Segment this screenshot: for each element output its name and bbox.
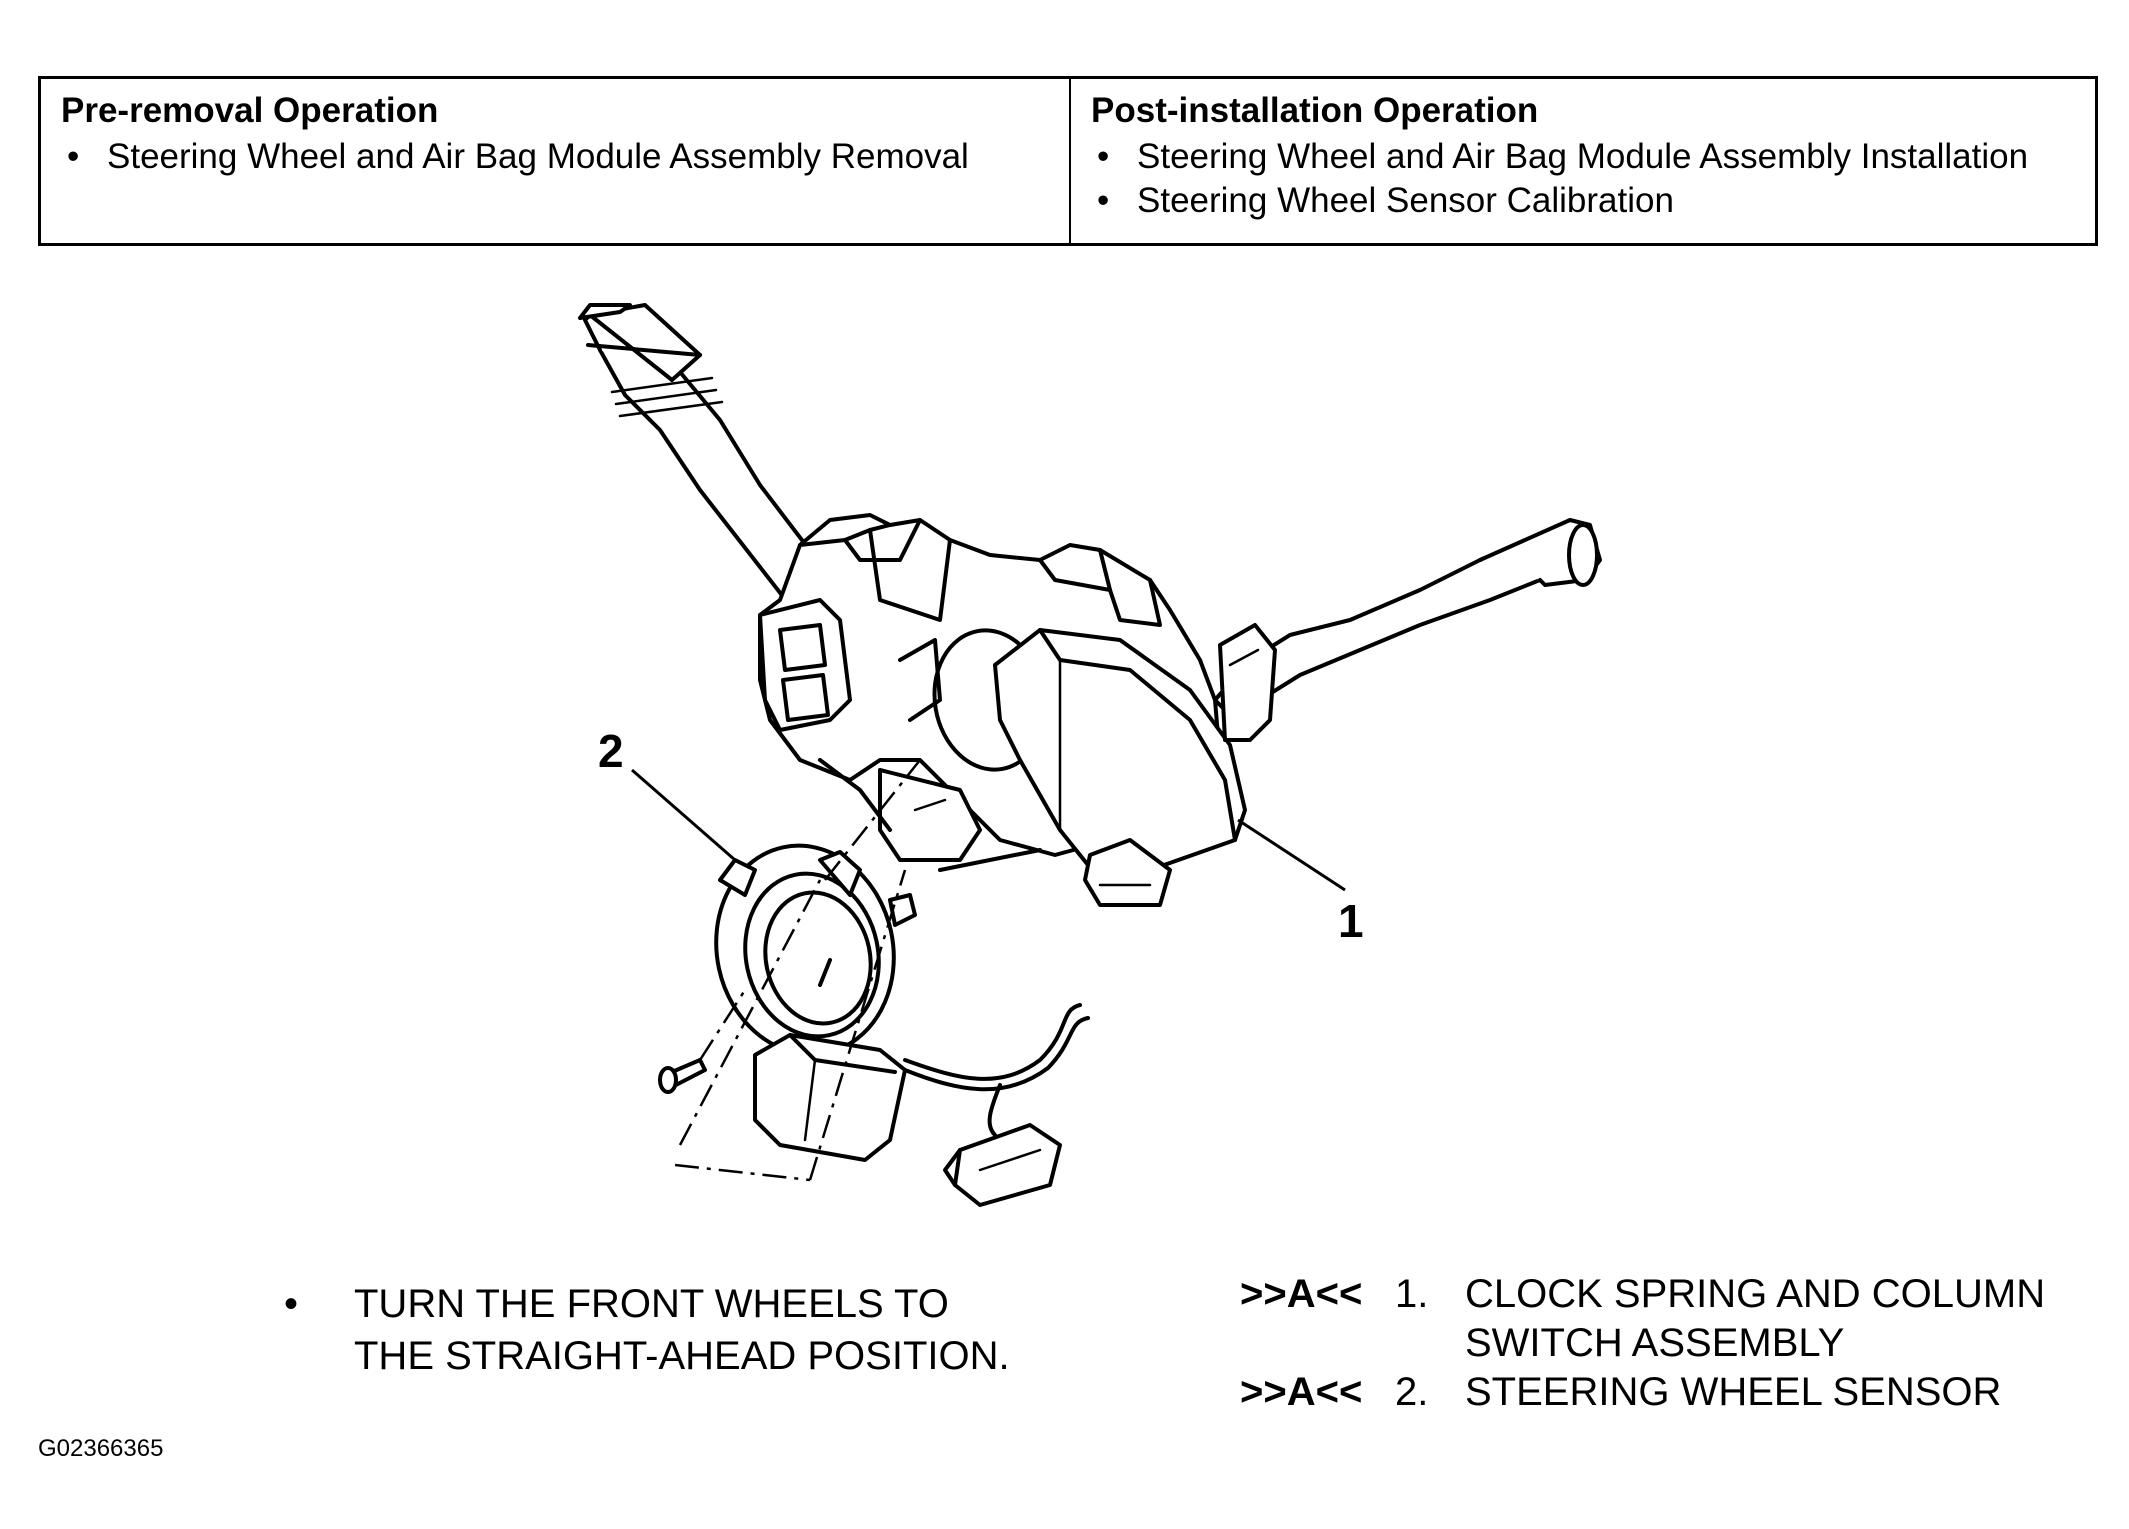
sensor-harness: [903, 1003, 1090, 1207]
pre-removal-item-text: Steering Wheel and Air Bag Module Assemb…: [107, 137, 969, 176]
note-bullet: •: [284, 1282, 299, 1326]
legend-code: >>A<<: [1240, 1370, 1363, 1414]
bullet: •: [67, 137, 80, 176]
post-installation-heading: Post-installation Operation: [1091, 91, 1539, 130]
operations-table: Pre-removal Operation • Steering Wheel a…: [38, 76, 2098, 246]
post-installation-item-text: Steering Wheel and Air Bag Module Assemb…: [1137, 137, 2029, 176]
post-installation-column: Post-installation Operation • Steering W…: [1071, 79, 2095, 243]
legend-number: 2.: [1395, 1370, 1429, 1414]
right-lever: [1213, 518, 1602, 742]
post-installation-item-text: Steering Wheel Sensor Calibration: [1137, 181, 1674, 220]
switch-housing: [758, 513, 1247, 907]
pre-removal-heading: Pre-removal Operation: [61, 91, 439, 130]
pre-removal-column: Pre-removal Operation • Steering Wheel a…: [41, 79, 1071, 243]
legend-text: CLOCK SPRING AND COLUMN: [1465, 1272, 2046, 1316]
callout-2: 2: [598, 725, 624, 777]
straight-ahead-note: TURN THE FRONT WHEELS TO THE STRAIGHT-AH…: [354, 1278, 1010, 1382]
callout-1: 1: [1338, 895, 1364, 947]
pre-removal-item: • Steering Wheel and Air Bag Module Asse…: [61, 135, 1069, 179]
legend-text: SWITCH ASSEMBLY: [1465, 1321, 1845, 1365]
legend-code: >>A<<: [1240, 1272, 1363, 1316]
post-installation-item: • Steering Wheel and Air Bag Module Asse…: [1091, 135, 2095, 179]
bullet: •: [1097, 181, 1110, 220]
note-line: THE STRAIGHT-AHEAD POSITION.: [354, 1334, 1010, 1378]
steering-wheel-sensor: [658, 843, 917, 1162]
legend-number: 1.: [1395, 1272, 1429, 1316]
alignment-lines: [674, 759, 921, 1182]
post-installation-item: • Steering Wheel Sensor Calibration: [1091, 179, 2095, 223]
legend-text: STEERING WHEEL SENSOR: [1465, 1370, 2002, 1414]
leader-lines: [631, 768, 1346, 892]
left-lever: [578, 303, 842, 614]
figure-id: G02366365: [38, 1435, 164, 1462]
note-line: TURN THE FRONT WHEELS TO: [354, 1282, 949, 1326]
bullet: •: [1097, 137, 1110, 176]
